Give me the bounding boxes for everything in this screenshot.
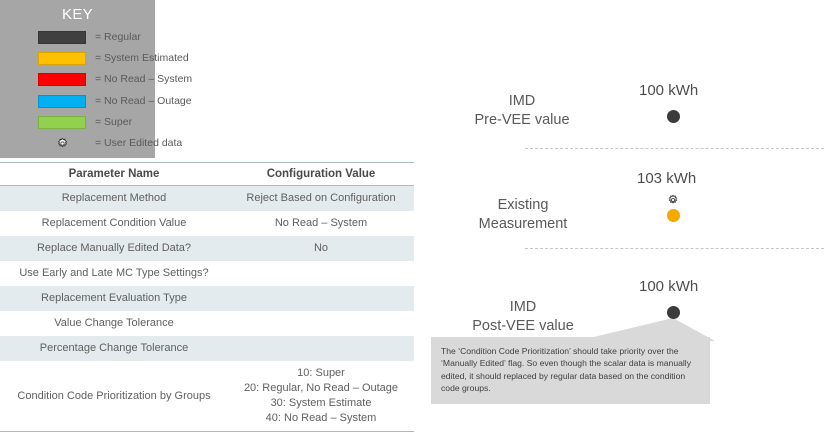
cell-parameter-name: Percentage Change Tolerance: [0, 336, 228, 361]
key-item-label: = No Read – System: [95, 73, 193, 85]
cell-configuration-value: [228, 286, 414, 311]
marker-dot-existing-measurement: [667, 209, 680, 222]
key-item-label: = No Read – Outage: [95, 95, 192, 107]
value-label-existing-measurement: 103 kWh: [637, 170, 697, 187]
value-label-post-vee: 100 kWh: [639, 278, 699, 295]
column-header-parameter-name: Parameter Name: [0, 162, 228, 186]
stage-label-imd-post-vee: IMD Post-VEE value: [472, 299, 574, 334]
value-label-pre-vee: 100 kWh: [639, 82, 699, 99]
cell-configuration-value: [228, 336, 414, 361]
key-item-regular: = Regular: [0, 27, 155, 47]
callout-note: The ‘Condition Code Prioritization’ shou…: [431, 337, 710, 404]
cell-parameter-name: Replace Manually Edited Data?: [0, 236, 228, 261]
swatch-system-estimated: [38, 51, 86, 65]
swatch-no-read-system: [38, 72, 86, 86]
swatch-super: [38, 115, 86, 129]
gear-icon: [52, 133, 72, 153]
cell-configuration-value: No: [228, 236, 414, 261]
key-title: KEY: [62, 6, 93, 23]
cell-parameter-name: Condition Code Prioritization by Groups: [0, 361, 228, 432]
configuration-table: Parameter Name Configuration Value Repla…: [0, 162, 414, 432]
table-header-row: Parameter Name Configuration Value: [0, 162, 414, 186]
column-header-configuration-value: Configuration Value: [228, 162, 414, 186]
table-row: Percentage Change Tolerance: [0, 336, 414, 361]
table-row: Condition Code Prioritization by Groups …: [0, 361, 414, 432]
user-edited-gear-icon: [667, 193, 679, 205]
table-row: Replacement Condition Value No Read – Sy…: [0, 211, 414, 236]
cell-parameter-name: Replacement Evaluation Type: [0, 286, 228, 311]
key-legend-panel: KEY = Regular = System Estimated = No Re…: [0, 0, 192, 158]
marker-dot-post-vee: [667, 306, 680, 319]
swatch-no-read-outage: [38, 94, 86, 108]
key-item-label: = System Estimated: [95, 52, 189, 64]
cell-configuration-value: No Read – System: [228, 211, 414, 236]
key-item-label: = Regular: [95, 31, 141, 43]
cell-configuration-value: Reject Based on Configuration: [228, 185, 414, 211]
cell-configuration-value: [228, 261, 414, 286]
key-item-label: = Super: [95, 116, 133, 128]
key-item-label: = User Edited data: [95, 137, 183, 149]
vee-flow-diagram: IMD Pre-VEE value 100 kWh Existing Measu…: [420, 0, 824, 423]
cell-parameter-name: Replacement Condition Value: [0, 211, 228, 236]
table-row: Replacement Evaluation Type: [0, 286, 414, 311]
table-row: Replacement Method Reject Based on Confi…: [0, 185, 414, 211]
cell-configuration-value: 10: Super 20: Regular, No Read – Outage …: [228, 361, 414, 432]
table-row: Value Change Tolerance: [0, 311, 414, 336]
swatch-regular: [38, 30, 86, 44]
key-item-no-read-outage: = No Read – Outage: [0, 91, 192, 111]
stage-divider-2: [525, 248, 824, 249]
stage-label-imd-pre-vee: IMD Pre-VEE value: [474, 93, 570, 128]
key-item-system-estimated: = System Estimated: [0, 48, 189, 68]
key-item-super: = Super: [0, 112, 155, 132]
cell-parameter-name: Use Early and Late MC Type Settings?: [0, 261, 228, 286]
key-item-no-read-system: = No Read – System: [0, 69, 192, 89]
cell-configuration-value: [228, 311, 414, 336]
key-item-user-edited: = User Edited data: [0, 133, 182, 153]
table-row: Replace Manually Edited Data? No: [0, 236, 414, 261]
stage-divider-1: [525, 148, 824, 149]
cell-parameter-name: Value Change Tolerance: [0, 311, 228, 336]
stage-label-existing-measurement: Existing Measurement: [478, 197, 568, 232]
cell-parameter-name: Replacement Method: [0, 185, 228, 211]
marker-dot-pre-vee: [667, 110, 680, 123]
table-row: Use Early and Late MC Type Settings?: [0, 261, 414, 286]
